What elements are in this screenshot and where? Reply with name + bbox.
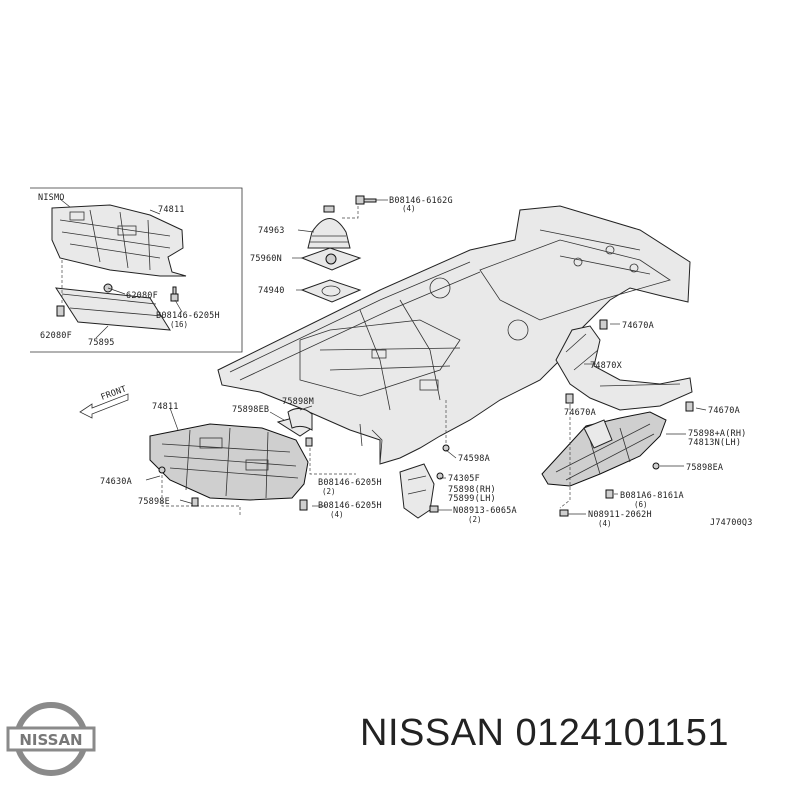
label-qty-6: (6) (634, 500, 648, 509)
label-74305F: 74305F (448, 474, 480, 484)
label-08911-2062H: N08911-2062H (588, 510, 652, 520)
label-75898EB: 75898EB (232, 405, 269, 415)
label-08146-6205H-4: B08146-6205H (318, 501, 382, 511)
label-75898E: 75898E (138, 497, 170, 507)
label-08913-6065A: N08913-6065A (453, 506, 517, 516)
label-74598A: 74598A (458, 454, 490, 464)
nismo-under-panel (55, 287, 171, 331)
bolt-08146-6162G (355, 195, 377, 205)
label-74670A-c: 74670A (708, 406, 740, 416)
label-74811-inset: 74811 (158, 205, 185, 215)
label-75898A: 75898+A(RH) (688, 429, 747, 439)
label-08146-8161A: B081A6-8161A (620, 491, 684, 501)
front-undercover-74811 (149, 423, 309, 501)
bracket-75898M (287, 408, 313, 431)
rear-undercover-74813N (541, 411, 667, 487)
label-74940: 74940 (258, 286, 285, 296)
bracket-75898A (583, 419, 613, 449)
label-08146-6205H-2: B08146-6205H (318, 478, 382, 488)
label-08146-6162G: B08146-6162G (389, 196, 453, 206)
label-qty-4-c: (4) (598, 519, 612, 528)
label-qty-4-b: (4) (330, 510, 344, 519)
bolt-08146-6205H-16 (170, 286, 179, 302)
drawing-code: J74700Q3 (710, 518, 753, 528)
shift-boot-74963 (307, 205, 351, 249)
nissan-logo: NISSAN (6, 702, 96, 776)
label-62080F-b: 62080F (40, 331, 72, 341)
label-08146-6205H-16: B08146-6205H (156, 311, 220, 321)
label-74813N: 74813N(LH) (688, 438, 741, 448)
label-74870X: 74870X (590, 361, 623, 371)
label-75898M: 75898M (282, 397, 314, 407)
inset-frame (30, 187, 243, 353)
plate-74940 (300, 279, 362, 303)
clip-62080F-b (56, 305, 65, 317)
label-front: FRONT (100, 384, 128, 402)
label-qty-2-b: (2) (468, 515, 482, 524)
label-74963: 74963 (258, 226, 285, 236)
label-qty-2-a: (2) (322, 487, 336, 496)
label-74630A: 74630A (100, 477, 132, 487)
label-62080F-a: 62080F (126, 291, 158, 301)
label-75898-RH: 75898(RH) (448, 485, 496, 495)
label-74670A-a: 74670A (622, 321, 654, 331)
label-qty-16: (16) (170, 320, 188, 329)
label-75898EA: 75898EA (686, 463, 723, 473)
plate-75960N (300, 247, 362, 271)
label-nismo: NISMO (38, 193, 65, 203)
label-74811-main: 74811 (152, 402, 179, 412)
label-75899-LH: 75899(LH) (448, 494, 496, 504)
floor-pan (217, 205, 691, 465)
front-arrow (79, 393, 129, 419)
label-74670A-b: 74670A (564, 408, 596, 418)
nismo-undercover (51, 204, 187, 277)
label-75895: 75895 (88, 338, 115, 348)
rear-member-74870X (555, 325, 693, 411)
bracket-75898-75899 (399, 463, 435, 519)
part-number-caption: NISSAN 0124101151 (360, 712, 730, 754)
label-qty-4-a: (4) (402, 204, 416, 213)
nissan-logo-text: NISSAN (19, 731, 82, 749)
label-75960N: 75960N (250, 254, 282, 264)
